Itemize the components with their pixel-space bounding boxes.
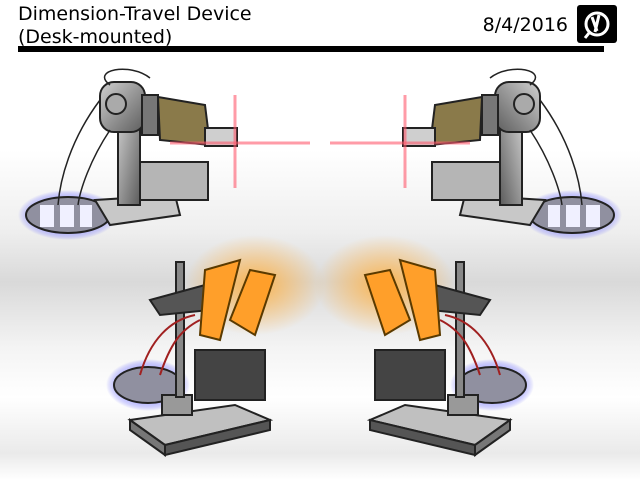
- page-title: Dimension-Travel Device (Desk-mounted): [18, 3, 252, 49]
- device-bottom-right: [315, 235, 534, 457]
- device-illustration: [18, 68, 622, 457]
- device-top-left: [18, 68, 310, 240]
- signature-logo-icon: [577, 5, 617, 43]
- device-bottom-left: [106, 235, 325, 457]
- header-divider: [18, 46, 604, 52]
- device-top-right: [330, 68, 622, 240]
- title-line-2: (Desk-mounted): [18, 26, 173, 48]
- date-label: 8/4/2016: [482, 14, 568, 36]
- title-line-1: Dimension-Travel Device: [18, 3, 252, 25]
